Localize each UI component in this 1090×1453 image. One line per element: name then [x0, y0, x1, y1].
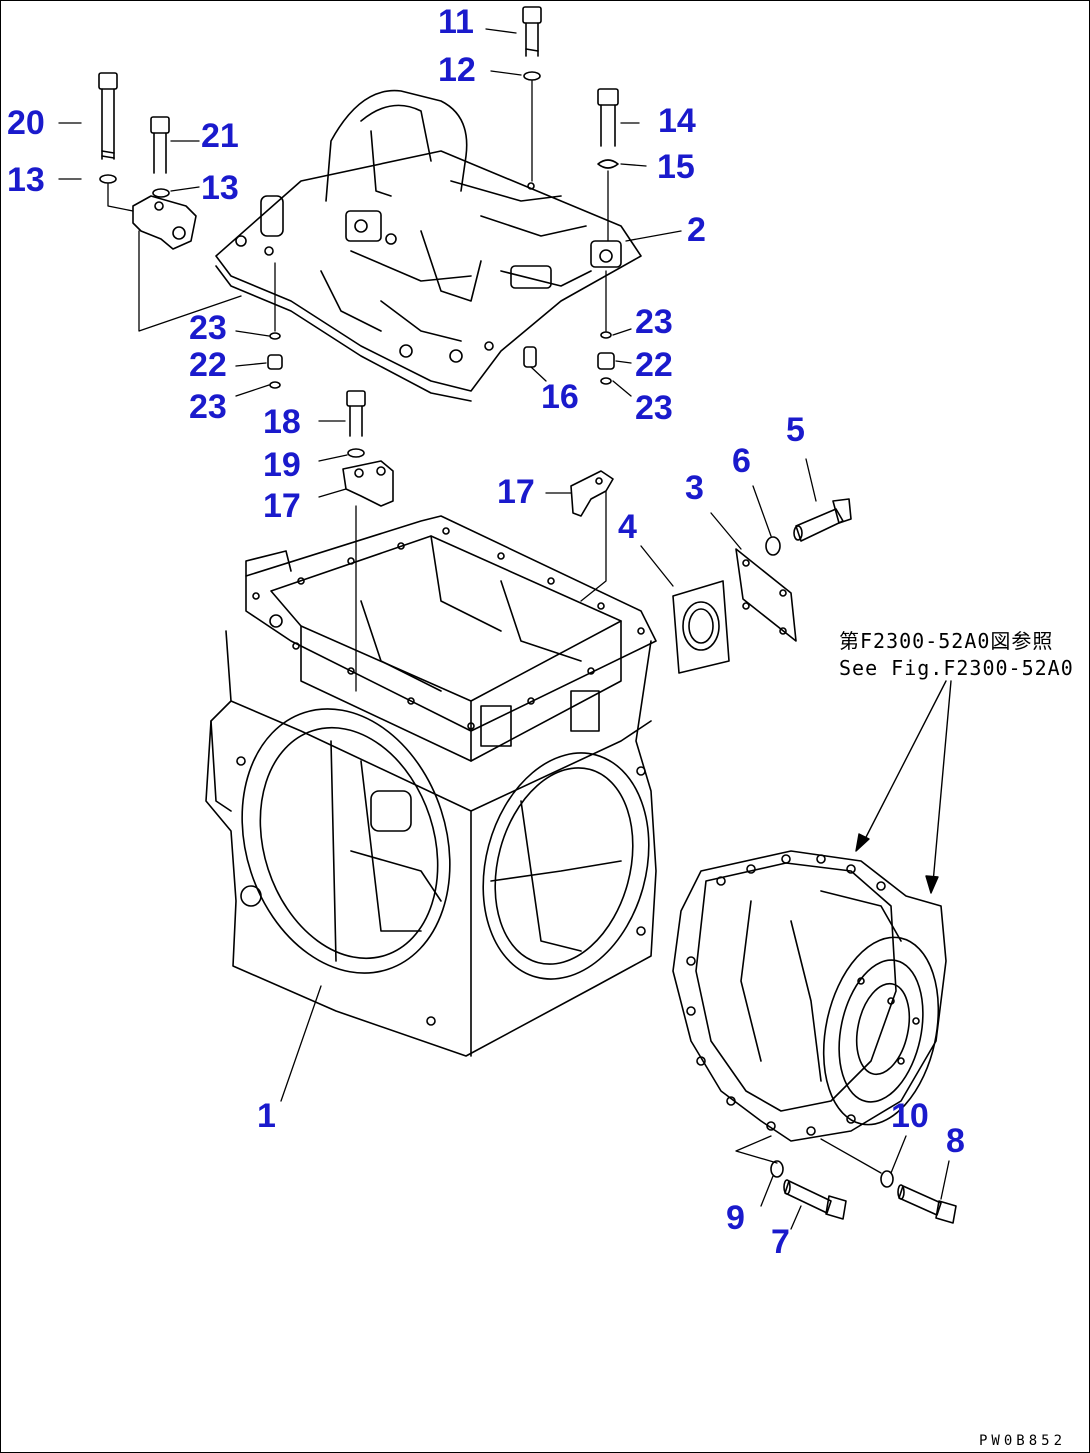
callout-14: 14 — [658, 102, 696, 140]
callout-8: 8 — [946, 1122, 965, 1160]
callout-4: 4 — [618, 508, 637, 546]
upper-cover — [215, 89, 642, 402]
callout-9: 9 — [726, 1199, 745, 1237]
callout-12: 12 — [438, 51, 476, 89]
callout-13-left: 13 — [7, 161, 45, 199]
callout-18: 18 — [263, 403, 301, 441]
callout-23-c: 23 — [635, 303, 673, 341]
callout-21: 21 — [201, 117, 239, 155]
cover-3 — [735, 548, 797, 642]
bolt-8 — [897, 1184, 957, 1224]
callout-16: 16 — [541, 378, 579, 416]
callout-17-right: 17 — [497, 473, 535, 511]
reference-note-en: See Fig.F2300-52A0 — [839, 656, 1074, 680]
nut-22-left — [267, 332, 283, 389]
callout-2: 2 — [687, 211, 706, 249]
leader-lines-bottom — [280, 985, 950, 1230]
callout-23-b: 23 — [189, 388, 227, 426]
torque-converter-housing — [672, 850, 947, 1142]
washer-9 — [770, 1160, 784, 1178]
leader-lines-mid — [318, 420, 607, 692]
washer-10 — [880, 1170, 894, 1188]
plate-17-left — [342, 460, 394, 507]
callout-5: 5 — [786, 411, 805, 449]
plate-17-right — [570, 470, 614, 517]
bolt-7 — [783, 1179, 847, 1220]
callout-10: 10 — [891, 1097, 929, 1135]
leader-lines-side — [640, 458, 817, 587]
callout-23-a: 23 — [189, 309, 227, 347]
reference-arrows — [855, 680, 952, 894]
callout-22-b: 22 — [635, 346, 673, 384]
dowel-16 — [523, 346, 537, 368]
nut-22-right — [597, 331, 615, 385]
leader-lines-top — [58, 28, 682, 397]
reference-note-jp: 第F2300-52A0図参照 — [839, 629, 1054, 653]
drawing-code: PW0B852 — [979, 1433, 1067, 1449]
callout-19: 19 — [263, 446, 301, 484]
callout-17-left: 17 — [263, 487, 301, 525]
bolt-14 — [597, 88, 619, 169]
callout-23-d: 23 — [635, 389, 673, 427]
callout-11: 11 — [438, 3, 474, 41]
callout-20: 20 — [7, 104, 45, 142]
callout-1: 1 — [257, 1097, 276, 1135]
bolt-11 — [522, 6, 542, 81]
bolt-18 — [346, 390, 366, 458]
callout-6: 6 — [732, 442, 751, 480]
gasket-4 — [672, 580, 730, 674]
callout-13-right: 13 — [201, 169, 239, 207]
callout-15: 15 — [657, 148, 695, 186]
bolt-5 — [793, 498, 852, 542]
washer-6 — [765, 536, 781, 556]
callout-22-a: 22 — [189, 346, 227, 384]
callout-7: 7 — [771, 1223, 790, 1261]
bolt-20 — [98, 72, 118, 184]
bracket — [132, 195, 197, 250]
bolt-21 — [150, 116, 170, 198]
callout-3: 3 — [685, 469, 704, 507]
transmission-case — [205, 515, 657, 1057]
